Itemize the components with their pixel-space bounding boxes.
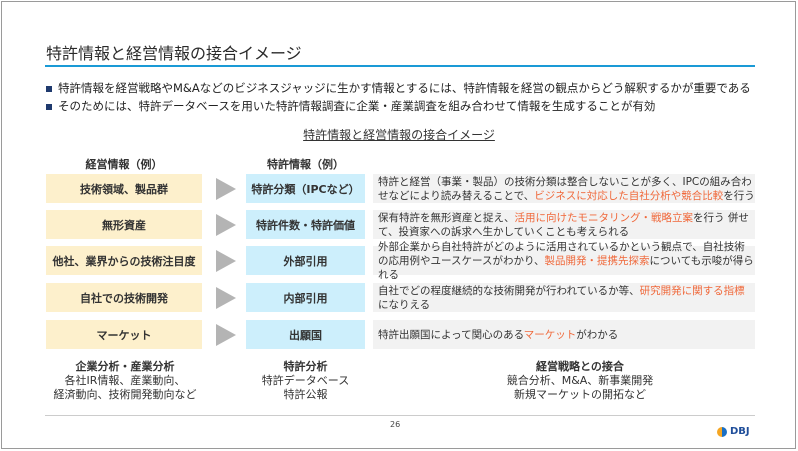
desc-text: を行う <box>723 189 755 202</box>
patent-item: 内部引用 <box>246 283 365 312</box>
bottom-company-analysis: 企業分析・産業分析各社IR情報、産業動向、経済動向、技術開発動向など <box>40 360 210 402</box>
bottom-title: 経営戦略との接合 <box>536 360 624 373</box>
desc-text: になりえる <box>378 298 431 311</box>
desc-text: 特許と経営（事業・製品）の技術分類は整合しないことが多く、IPCの組み合わせなど… <box>378 175 752 202</box>
highlight-text: 研究開発に関する指標 <box>639 284 745 297</box>
management-item: 無形資産 <box>46 210 202 239</box>
bullet-square-icon <box>46 85 52 92</box>
patent-item: 特許件数・特許価値 <box>246 210 365 239</box>
bottom-line: 経済動向、技術開発動向など <box>53 388 197 401</box>
patent-item: 特許分類（IPCなど） <box>246 174 365 203</box>
management-item: 技術領域、製品群 <box>46 174 202 203</box>
arrow-right-icon <box>216 178 236 200</box>
dbj-logo: DBJ <box>717 426 750 437</box>
highlight-text: 製品開発・提携先探索 <box>544 254 650 267</box>
bullet-text: 特許情報を経営戦略やM&Aなどのビジネスジャッジに生かす情報とするには、特許情報… <box>58 81 751 95</box>
description: 自社でどの程度継続的な技術開発が行われているか等、研究開発に関する指標になりえる <box>373 283 755 312</box>
description: 外部企業から自社特許がどのように活用されているかという観点で、自社技術の応用例や… <box>373 241 755 281</box>
desc-text: 特許出願国によって関心のある <box>378 328 524 341</box>
arrow-right-icon <box>216 287 236 309</box>
page-number: 26 <box>390 420 401 429</box>
header-management: 経営情報（例） <box>85 158 163 171</box>
desc-text: を行う 併せて、投資家への訴求へ生かしていくことも考えられる <box>378 211 749 238</box>
description: 保有特許を無形資産と捉え、活用に向けたモニタリング・戦略立案を行う 併せて、投資… <box>373 210 755 239</box>
bullet-2: そのためには、特許データベースを用いた特許情報調査に企業・産業調査を組み合わせて… <box>46 98 655 114</box>
arrow-right-icon <box>216 324 236 346</box>
management-item: 自社での技術開発 <box>46 283 202 312</box>
desc-text: についても示唆が得られる <box>378 254 754 281</box>
logo-text: DBJ <box>730 426 750 437</box>
description: 特許と経営（事業・製品）の技術分類は整合しないことが多く、IPCの組み合わせなど… <box>373 174 755 203</box>
bottom-title: 特許分析 <box>283 360 328 373</box>
management-item: マーケット <box>46 320 202 349</box>
bottom-patent-analysis: 特許分析特許データベース特許公報 <box>246 360 365 402</box>
bottom-line: 特許データベース <box>261 374 350 387</box>
bottom-strategy: 経営戦略との接合競合分析、M&A、新事業開発新規マーケットの開拓など <box>480 360 680 402</box>
desc-text: 自社でどの程度継続的な技術開発が行われているか等、 <box>378 284 640 297</box>
arrow-right-icon <box>216 214 236 236</box>
bottom-title: 企業分析・産業分析 <box>75 360 175 373</box>
globe-icon <box>717 426 727 437</box>
desc-text: 保有特許を無形資産と捉え、 <box>378 211 515 224</box>
diagram-subtitle: 特許情報と経営情報の接合イメージ <box>0 126 798 143</box>
subtitle-text: 特許情報と経営情報の接合イメージ <box>303 128 495 142</box>
bullet-text: そのためには、特許データベースを用いた特許情報調査に企業・産業調査を組み合わせて… <box>58 99 656 113</box>
bottom-line: 競合分析、M&A、新事業開発 <box>506 374 654 387</box>
bullet-square-icon <box>46 103 52 110</box>
management-item: 他社、業界からの技術注目度 <box>46 246 202 275</box>
header-patent: 特許情報（例） <box>267 158 344 171</box>
title-underline <box>45 65 755 67</box>
bullet-1: 特許情報を経営戦略やM&Aなどのビジネスジャッジに生かす情報とするには、特許情報… <box>46 80 751 96</box>
desc-text: がわかる <box>576 328 619 341</box>
slide-title: 特許情報と経営情報の接合イメージ <box>46 44 302 63</box>
desc-text: 外部企業から自社特許がどのように活用されているかという観点で、自社技術の応用例や… <box>378 240 745 267</box>
highlight-text: マーケット <box>523 328 577 341</box>
footer-divider <box>45 415 755 416</box>
bottom-line: 特許公報 <box>283 388 328 401</box>
description: 特許出願国によって関心のあるマーケットがわかる <box>373 320 755 349</box>
highlight-text: 活用に向けたモニタリング・戦略立案 <box>514 211 694 224</box>
patent-item: 出願国 <box>246 320 365 349</box>
patent-item: 外部引用 <box>246 246 365 275</box>
bottom-line: 新規マーケットの開拓など <box>514 388 646 401</box>
arrow-right-icon <box>216 250 236 272</box>
highlight-text: ビジネスに対応した自社分析や競合比較 <box>534 189 724 202</box>
bottom-line: 各社IR情報、産業動向、 <box>64 374 186 387</box>
